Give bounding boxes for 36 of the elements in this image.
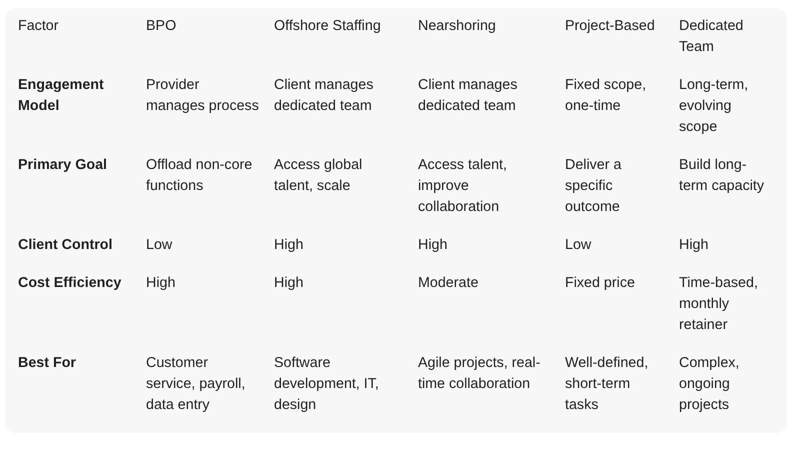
table-cell-text: Client manages dedicated team (418, 76, 518, 116)
table-cell-text: Software development, IT, design (274, 354, 380, 415)
table-cell-text: Time-based, monthly retainer (679, 274, 759, 335)
table-cell-text: Customer service, payroll, data entry (146, 354, 246, 415)
table-cell-text: Fixed scope, one-time (565, 76, 648, 116)
table-cell-text: Moderate (418, 274, 480, 293)
table-cell-text: Provider manages process (146, 76, 260, 116)
column-header: Project-Based (565, 17, 656, 36)
table-cell-text: High (418, 236, 448, 255)
table-cell-text: Low (146, 236, 174, 255)
table-cell-text: Agile projects, real-time collaboration (418, 354, 542, 394)
table-cell-text: High (274, 274, 304, 293)
column-header: Nearshoring (418, 17, 497, 36)
table-cell-text: Long-term, evolving scope (679, 76, 750, 137)
table-cell-text: Well-defined, short-term tasks (565, 354, 650, 415)
table-cell-text: Access talent, improve collaboration (418, 156, 508, 217)
column-header: Factor (18, 17, 60, 36)
table-cell-text: Deliver a specific outcome (565, 156, 622, 217)
table-cell-text: Offload non-core functions (146, 156, 254, 196)
row-header: Engagement Model (18, 76, 105, 116)
column-header: Offshore Staffing (274, 17, 382, 36)
table-cell-text: Complex, ongoing projects (679, 354, 740, 415)
table-cell-text: High (274, 236, 304, 255)
row-header: Cost Efficiency (18, 274, 122, 293)
row-header: Primary Goal (18, 156, 108, 175)
table-cell-text: High (146, 274, 176, 293)
table-cell-text: Build long-term capacity (679, 156, 766, 196)
row-header: Best For (18, 354, 77, 373)
table-cell-text: Low (565, 236, 592, 255)
column-header: Dedicated Team (679, 17, 744, 57)
table-cell-text: Access global talent, scale (274, 156, 364, 196)
row-header: Client Control (18, 236, 114, 255)
table-cell-text: Fixed price (565, 274, 636, 293)
table-cell-text: Client manages dedicated team (274, 76, 374, 116)
column-header: BPO (146, 17, 178, 36)
table-cell-text: High (679, 236, 710, 255)
